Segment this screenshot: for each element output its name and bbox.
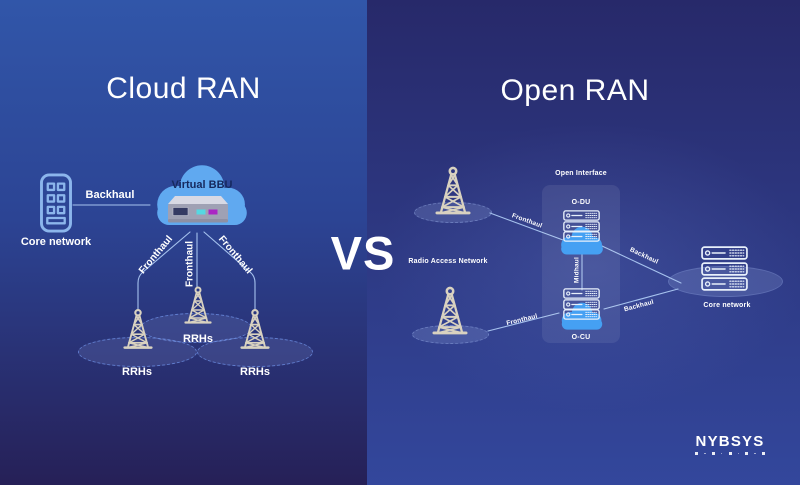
cloud-ran-title: Cloud RAN	[106, 72, 261, 105]
open-ran-title: Open RAN	[500, 74, 650, 107]
fronthaul-line-right	[203, 231, 256, 310]
fronthaul-line-bottom-right	[487, 312, 560, 332]
cell-tower-icon-left	[123, 308, 153, 354]
coverage-ellipse-left	[78, 337, 197, 367]
odu-label: O-DU	[571, 199, 591, 206]
cell-tower-icon-ran-top	[435, 165, 471, 221]
odu-server-2	[563, 221, 600, 232]
core-server-2	[701, 262, 748, 276]
rrhs-label-mid: RRHs	[183, 333, 213, 345]
virtual-bbu-label: Virtual BBU	[171, 179, 233, 191]
cloud-ran-panel	[0, 0, 367, 485]
core-server-1	[701, 246, 748, 260]
fronthaul-line-left	[137, 231, 191, 310]
bbu-server-icon	[168, 196, 228, 223]
odu-server-3	[563, 231, 600, 242]
radio-access-network-label: Radio Access Network	[408, 258, 488, 265]
cell-tower-icon-mid	[183, 286, 213, 328]
backhaul-label-left: Backhaul	[85, 189, 135, 201]
backhaul-line-top-right	[601, 245, 682, 284]
rrhs-label-left: RRHs	[122, 366, 152, 378]
ocu-label: O-CU	[571, 334, 591, 341]
ocu-server-2	[563, 299, 600, 310]
cell-tower-icon-right	[240, 308, 270, 354]
ran-ellipse-bottom	[412, 325, 489, 344]
fronthaul-label-mid: Fronthaul	[184, 240, 196, 288]
open-interface-label: Open Interface	[555, 170, 607, 177]
fronthaul-line-top-right	[489, 212, 564, 241]
ocu-server-3	[563, 309, 600, 320]
logo-text: NYBSYS	[695, 433, 765, 450]
logo-dotted-line	[692, 452, 768, 455]
rrhs-label-right: RRHs	[240, 366, 270, 378]
backhaul-line-bottom-right	[603, 288, 679, 310]
core-network-label-right: Core network	[703, 302, 751, 309]
midhaul-label: Midhaul	[573, 257, 581, 283]
cell-tower-icon-ran-bottom	[432, 286, 468, 340]
nybsys-logo: NYBSYS	[692, 433, 768, 455]
ocu-server-1	[563, 288, 600, 299]
vs-label: VS	[330, 226, 396, 280]
core-ellipse	[668, 266, 783, 297]
core-server-3	[701, 277, 748, 291]
core-network-icon	[39, 173, 73, 233]
core-network-label: Core network	[20, 236, 92, 248]
odu-server-1	[563, 210, 600, 221]
